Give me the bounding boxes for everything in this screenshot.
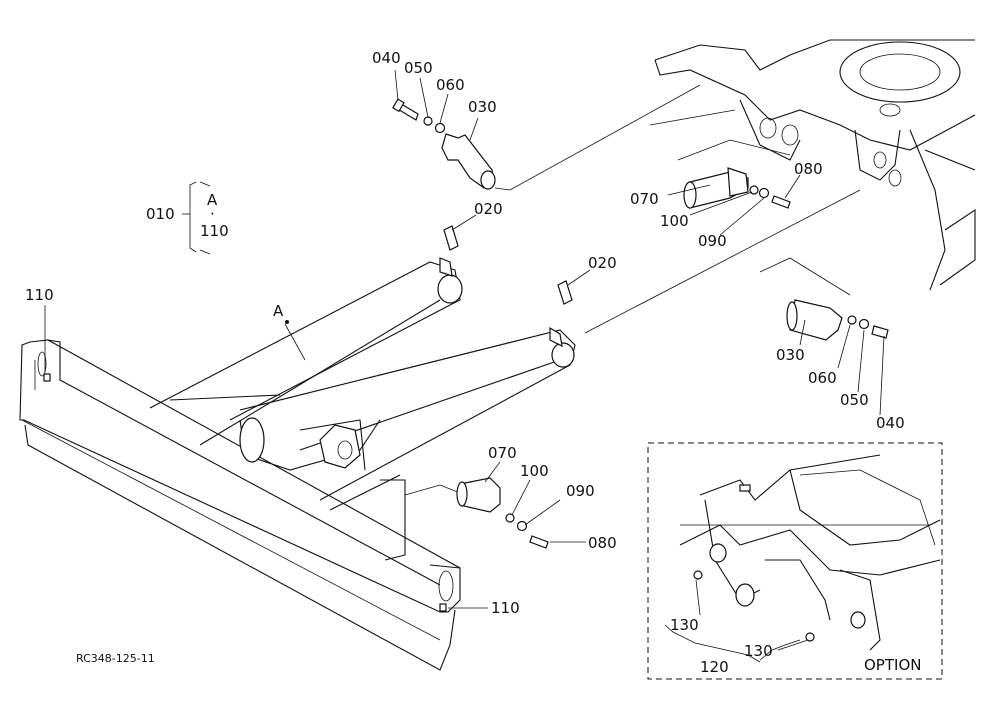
label-110-left: 110 — [25, 286, 54, 304]
group-bracket-010 — [182, 181, 211, 255]
bushing-assembly-bottom — [456, 477, 549, 549]
label-130-b: 130 — [744, 642, 773, 660]
label-view-a: A — [273, 302, 284, 320]
label-040-top: 040 — [372, 49, 401, 67]
label-120: 120 — [700, 658, 729, 676]
label-100-bot: 100 — [520, 462, 549, 480]
label-group-dot: · — [210, 205, 215, 223]
label-070-bot: 070 — [488, 444, 517, 462]
label-050-top: 050 — [404, 59, 433, 77]
dozer-blade-assembly — [19, 225, 576, 671]
label-030-top: 030 — [468, 98, 497, 116]
label-080-top: 080 — [794, 160, 823, 178]
bushing-assembly-top — [683, 167, 791, 209]
label-090-bot: 090 — [566, 482, 595, 500]
label-020-left: 020 — [474, 200, 503, 218]
label-130-a: 130 — [670, 616, 699, 634]
label-080-bot: 080 — [588, 534, 617, 552]
label-group-top: A — [207, 191, 218, 209]
label-group-bottom: 110 — [200, 222, 229, 240]
label-030-mid: 030 — [776, 346, 805, 364]
callout-leaders — [44, 69, 885, 651]
label-040-mid: 040 — [876, 414, 905, 432]
option-label: OPTION — [864, 656, 921, 674]
label-050-mid: 050 — [840, 391, 869, 409]
label-020-right: 020 — [588, 254, 617, 272]
option-inset — [647, 442, 943, 680]
label-060-top: 060 — [436, 76, 465, 94]
label-060-mid: 060 — [808, 369, 837, 387]
machine-frame — [654, 39, 976, 291]
label-070-top: 070 — [630, 190, 659, 208]
label-100-top: 100 — [660, 212, 689, 230]
label-010: 010 — [146, 205, 175, 223]
pin-assembly-top — [392, 98, 496, 190]
view-marker-dot — [285, 320, 289, 324]
drawing-code: RC348-125-11 — [76, 652, 155, 665]
label-110-right: 110 — [491, 599, 520, 617]
callout-labels: 040 050 060 030 010 A · 110 020 020 110 … — [25, 49, 921, 676]
assembly-leaders — [404, 84, 861, 496]
label-090-top: 090 — [698, 232, 727, 250]
